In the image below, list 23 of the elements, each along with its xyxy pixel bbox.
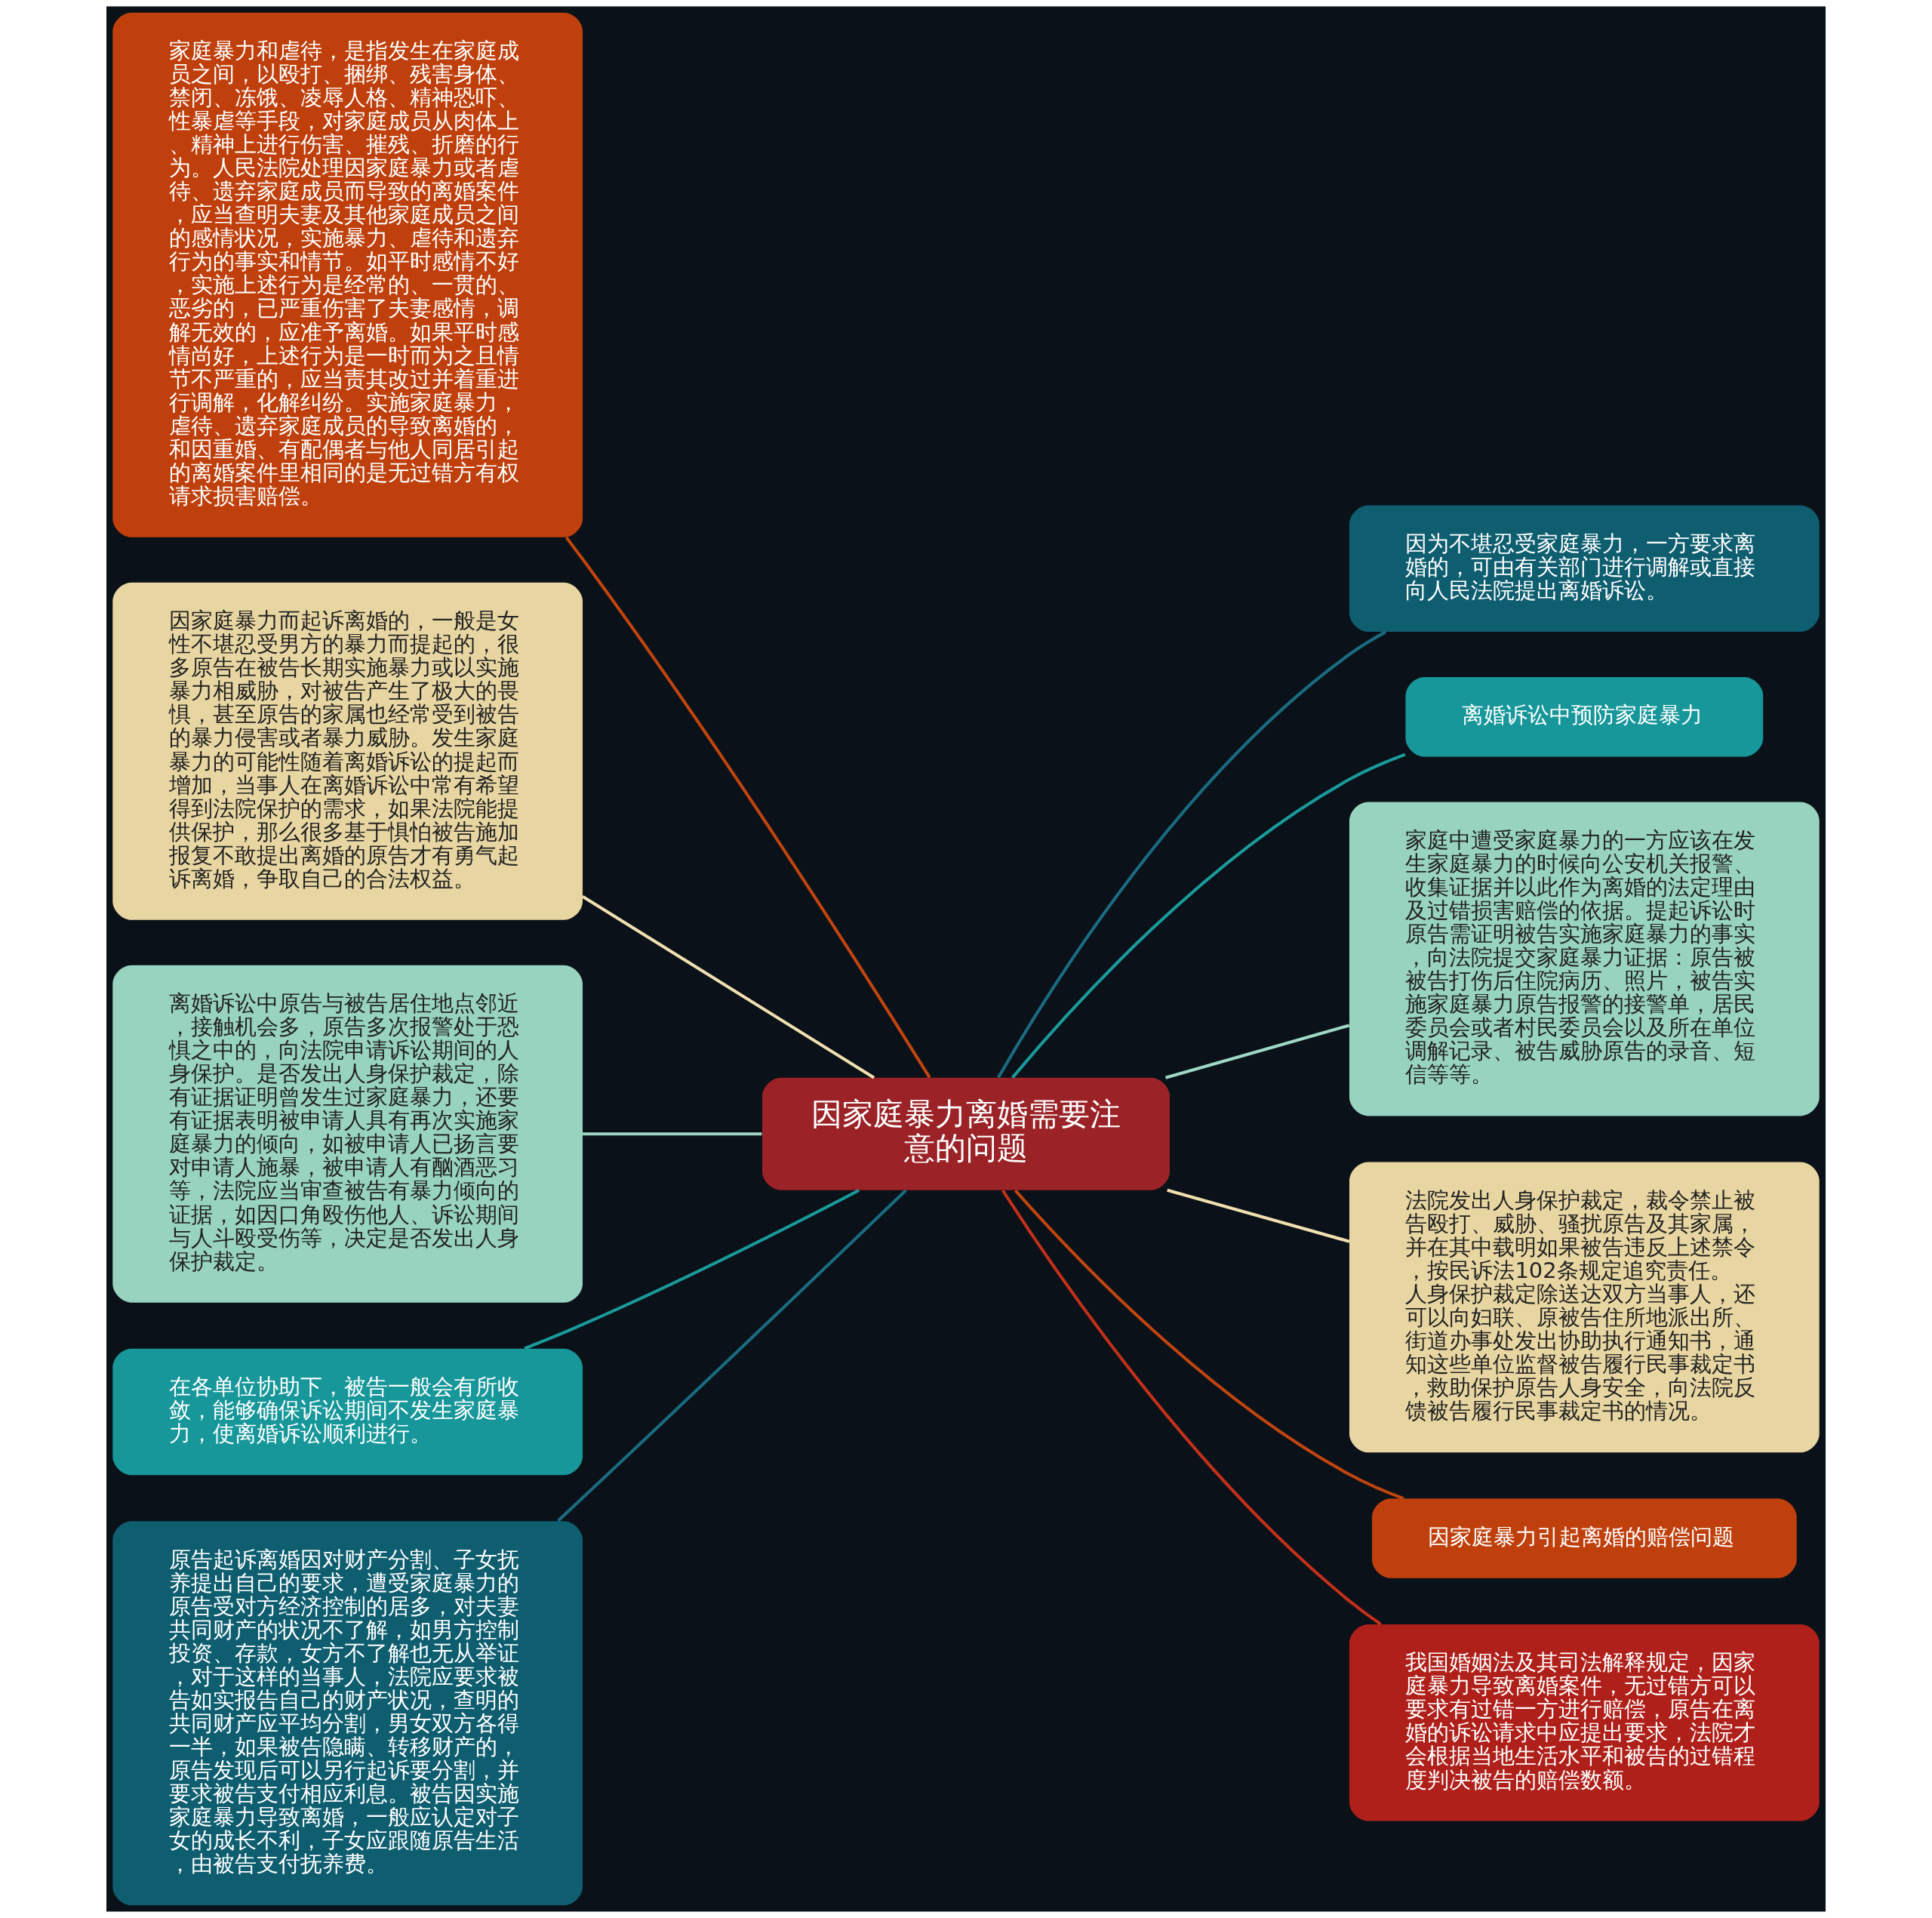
- connector: [1011, 753, 1406, 1079]
- node-box: 离婚诉讼中预防家庭暴力: [1405, 677, 1764, 757]
- node-box: 原告起诉离婚因对财产分割、子女抚养提出自己的要求，遭受家庭暴力的原告受对方经济控制的居多，对夫妻共同财产的状况不了解，如男方控制投资、存款，女方不了解也无从举证，对于这样的当事人，法院应要求被告如实报告自己的财产状况，查明的共同财产应平均分割，男女双方各得一半，如果被告隐瞒、转移财产的，原告发现后可以另行起诉要分割，并要求被告支付相应利息。被告因实施家庭暴力导致离婚，一般应认定对子女的成长不利，子女应跟随原告生活，由被告支付抚养费。: [112, 1521, 583, 1906]
- node-box: 因为不堪忍受家庭暴力，一方要求离婚的，可由有关部门进行调解或直接向人民法院提出离婚诉讼。: [1349, 505, 1820, 633]
- node-box: 法院发出人身保护裁定，裁令禁止被告殴打、威胁、骚扰原告及其家属，并在其中载明如果被告违反上述禁令，按民诉法102条规定追究责任。人身保护裁定除送达双方当事人，还可以向妇联、原被告住所地派出所、街道办事处发出协助执行通知书，通知这些单位监督被告履行民事裁定书，救助保护原告人身安全，向法院反馈被告履行民事裁定书的情况。: [1349, 1162, 1820, 1453]
- node-box: 因家庭暴力而起诉离婚的，一般是女性不堪忍受男方的暴力而提起的，很多原告在被告长期实施暴力或以实施暴力相威胁，对被告产生了极大的畏惧，甚至原告的家属也经常受到被告的暴力侵害或者暴力威胁。发生家庭暴力的可能性随着离婚诉讼的提起而增加，当事人在离婚诉讼中常有希望得到法院保护的需求，如果法院能提供保护，那么很多基于惧怕被告施加报复不敢提出离婚的原告才有勇气起诉离婚，争取自己的合法权益。: [112, 582, 583, 920]
- connector: [1001, 1190, 1382, 1626]
- node-box: 离婚诉讼中原告与被告居住地点邻近，接触机会多，原告多次报警处于恐惧之中的，向法院申请诉讼期间的人身保护。是否发出人身保护裁定，除有证据证明曾发生过家庭暴力，还要有证据表明被申请人具有再次实施家庭暴力的倾向，如被申请人已扬言要对申请人施暴，被申请人有酗酒恶习等，法院应当审查被告有暴力倾向的证据，如因口角殴伤他人、诉讼期间与人斗殴受伤等，决定是否发出人身保护裁定。: [112, 965, 583, 1303]
- connector: [1167, 1188, 1350, 1243]
- node-box: 在各单位协助下，被告一般会有所收敛，能够确保诉讼期间不发生家庭暴力，使离婚诉讼顺利进行。: [112, 1348, 583, 1476]
- connector: [997, 630, 1387, 1079]
- connector: [582, 894, 875, 1079]
- connector: [557, 1189, 907, 1522]
- node-box: 因家庭暴力引起离婚的赔偿问题: [1371, 1498, 1797, 1578]
- node-box: 我国婚姻法及其司法解释规定，因家庭暴力导致离婚案件，无过错方可以要求有过错一方进行赔偿，原告在离婚的诉讼请求中应提出要求，法院才会根据当地生活水平和被告的过错程度判决被告的赔偿数额。: [1349, 1624, 1820, 1821]
- connector: [565, 536, 931, 1079]
- connector: [583, 1132, 762, 1136]
- node-box: 家庭中遭受家庭暴力的一方应该在发生家庭暴力的时候向公安机关报警、收集证据并以此作为离婚的法定理由及过错损害赔偿的依据。提起诉讼时原告需证明被告实施家庭暴力的事实，向法院提交家庭暴力证据：原告被被告打伤后住院病历、照片，被告实施家庭暴力原告报警的接警单，居民委员会或者村民委员会以及所在单位调解记录、被告威胁原告的录音、短信等等。: [1349, 802, 1820, 1116]
- connector: [1014, 1189, 1404, 1501]
- connector: [524, 1189, 860, 1350]
- node-box: 因家庭暴力离婚需要注意的问题: [762, 1077, 1170, 1190]
- node-box: 家庭暴力和虐待，是指发生在家庭成员之间，以殴打、捆绑、残害身体、禁闭、冻饿、凌辱人格、精神恐吓、性暴虐等手段，对家庭成员从肉体上、精神上进行伤害、摧残、折磨的行为。人民法院处理因家庭暴力或者虐待、遗弃家庭成员而导致的离婚案件，应当查明夫妻及其他家庭成员之间的感情状况，实施暴力、虐待和遗弃行为的事实和情节。如平时感情不好，实施上述行为是经常的、一贯的、恶劣的，已严重伤害了夫妻感情，调解无效的，应准予离婚。如果平时感情尚好，上述行为是一时而为之且情节不严重的，应当责其改过并着重进行调解，化解纠纷。实施家庭暴力，虐待、遗弃家庭成员的导致离婚的，和因重婚、有配偶者与他人同居引起的离婚案件里相同的是无过错方有权请求损害赔偿。: [112, 12, 583, 537]
- connector: [1164, 1024, 1350, 1079]
